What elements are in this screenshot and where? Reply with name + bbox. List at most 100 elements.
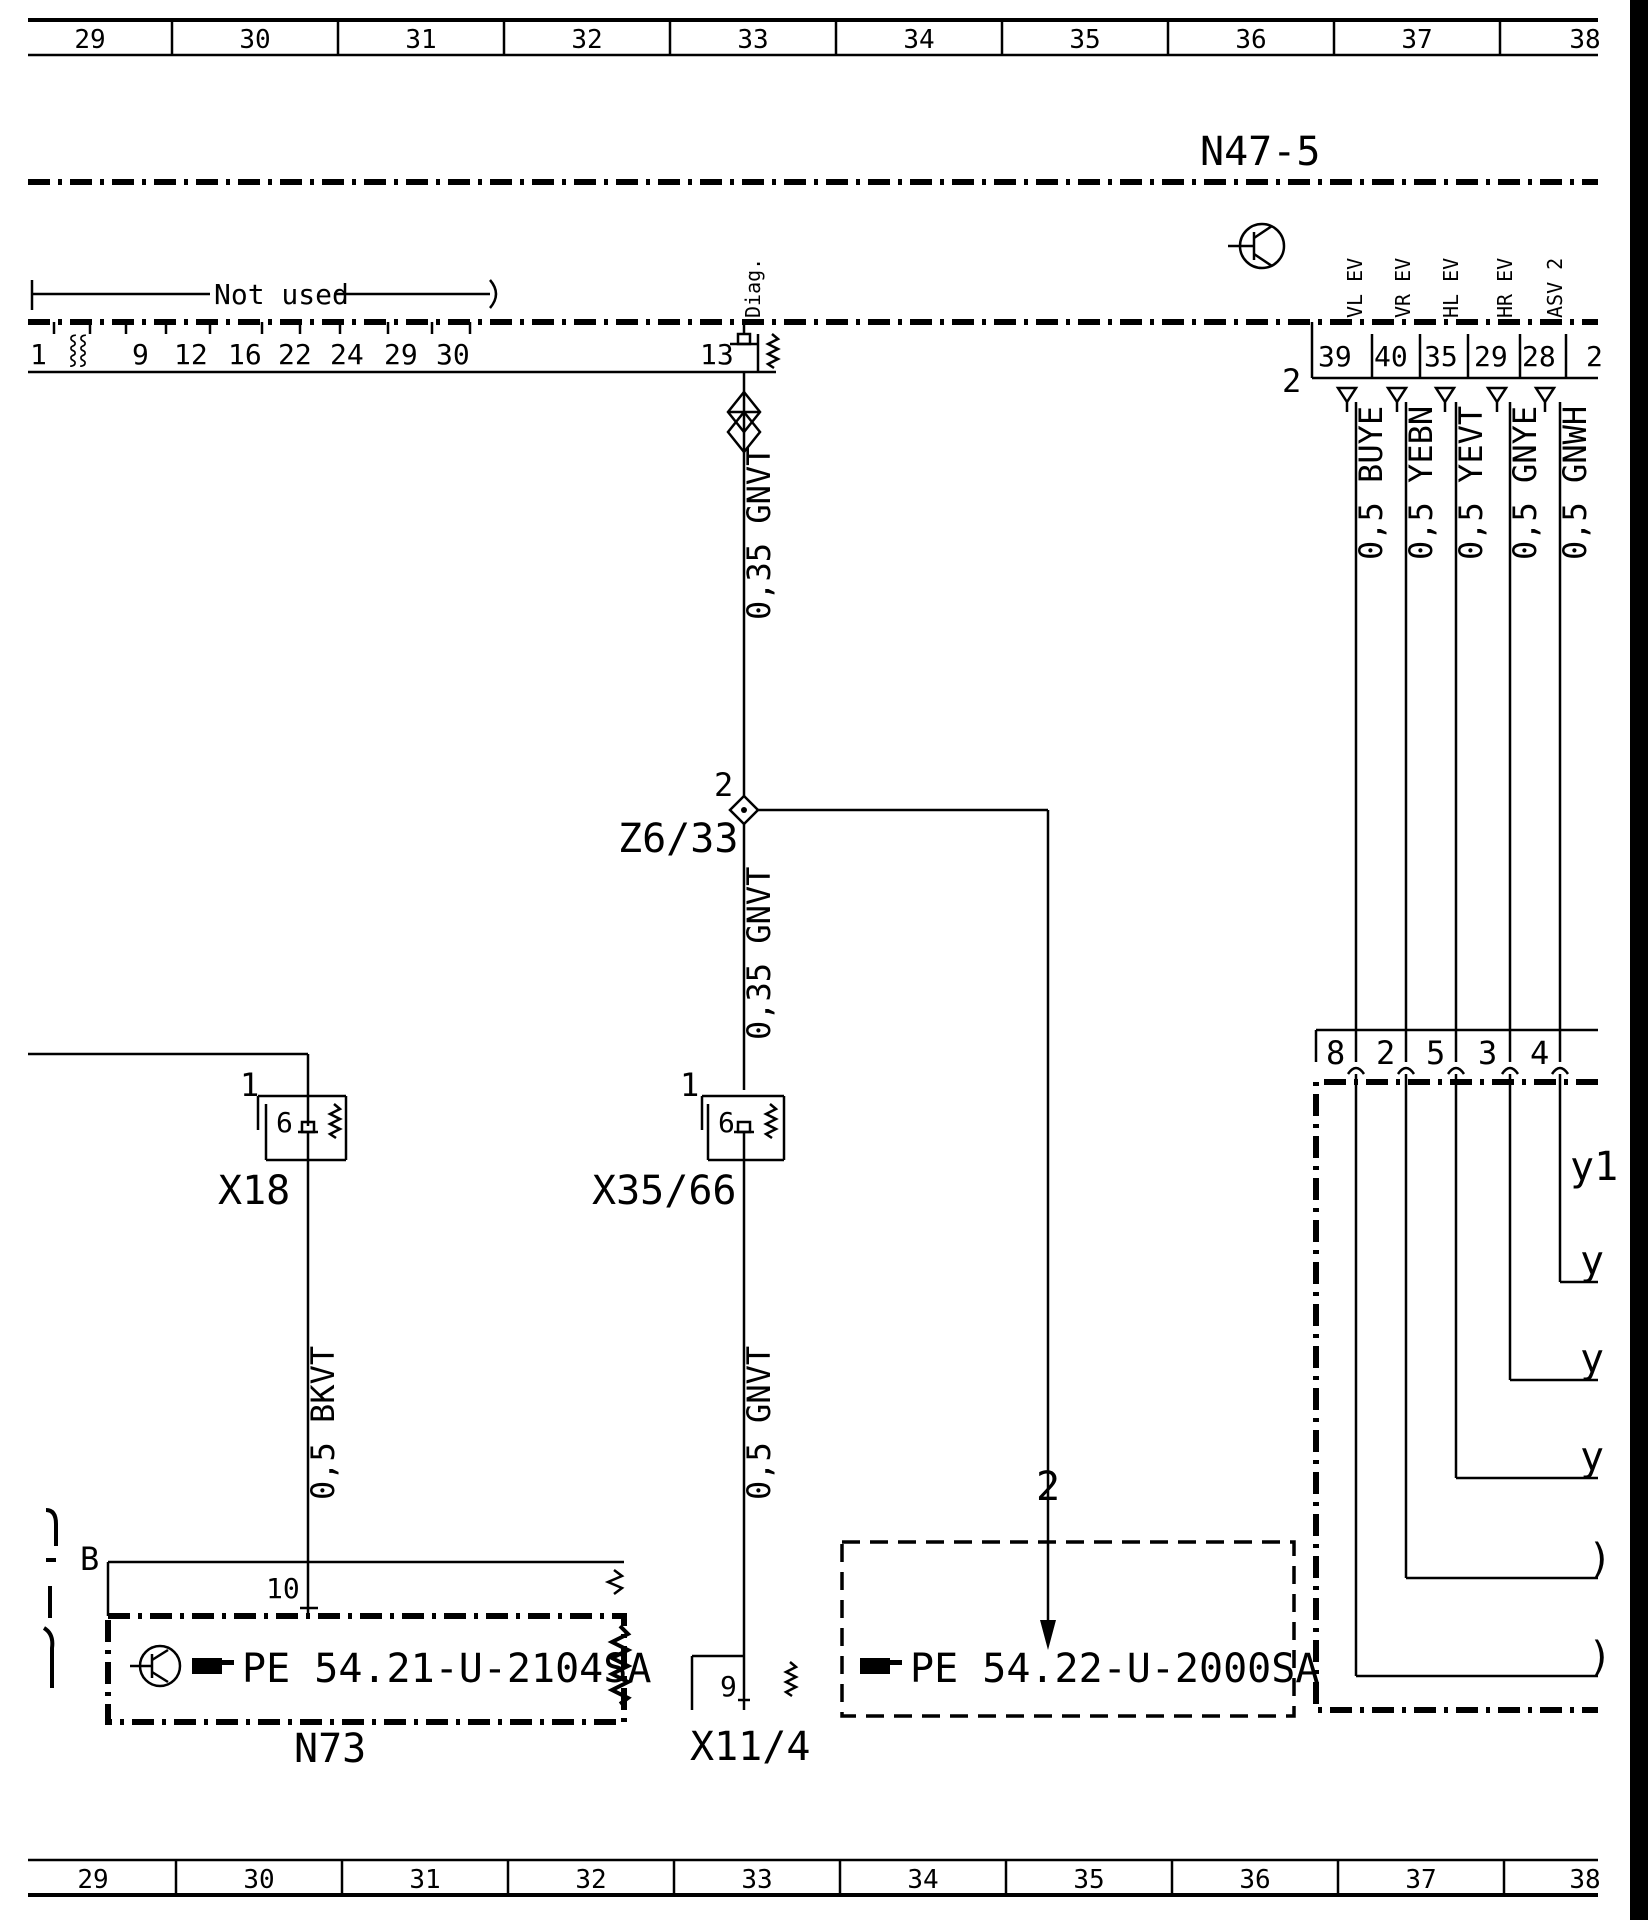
grid-top-38: 38 bbox=[1569, 25, 1600, 55]
left-pin-1: 1 bbox=[30, 338, 47, 371]
x35-x11-wire: 0,5 GNVT bbox=[740, 1132, 778, 1690]
valve-pin-4: 4 bbox=[1530, 1034, 1549, 1072]
left-pin-24: 24 bbox=[330, 338, 364, 371]
grid-bottom-33: 33 bbox=[741, 1865, 772, 1895]
right-wire-gnwh: 0,5 GNWH bbox=[1556, 406, 1594, 560]
grid-bottom-32: 32 bbox=[575, 1865, 606, 1895]
ref-box-reference: PE 54.22-U-2000SA bbox=[910, 1646, 1319, 1692]
grid-bottom-36: 36 bbox=[1239, 1865, 1270, 1895]
left-pin-29: 29 bbox=[384, 338, 418, 371]
connector-x35-66: 1 6 X35/66 bbox=[592, 1066, 786, 1214]
left-pin-12: 12 bbox=[174, 338, 208, 371]
right-wire-bundle: 0,5 BUYE 0,5 YEBN 0,5 YEVT 0,5 GNYE 0,5 … bbox=[1352, 402, 1594, 1062]
valve-pin-8: 8 bbox=[1326, 1034, 1345, 1072]
right-pin-28: 28 bbox=[1522, 340, 1556, 373]
ref-arrow-label: 2 bbox=[1036, 1464, 1060, 1510]
grid-top-33: 33 bbox=[737, 25, 768, 55]
module-connector-id: 2 bbox=[1282, 362, 1301, 400]
valve-label-y-b: y bbox=[1580, 1336, 1604, 1382]
right-wire-yevt: 0,5 YEVT bbox=[1452, 406, 1490, 560]
module-n73: B 10 PE 54.21-U-2104SA N73 bbox=[42, 1508, 651, 1772]
pin-label-vl-ev: VL EV bbox=[1343, 258, 1367, 318]
grid-top-37: 37 bbox=[1401, 25, 1432, 55]
right-pin-40: 40 bbox=[1374, 340, 1408, 373]
right-wire-gnye: 0,5 GNYE bbox=[1506, 406, 1544, 560]
n73-pin: 10 bbox=[266, 1572, 300, 1605]
valve-pin-5: 5 bbox=[1426, 1034, 1445, 1072]
grid-top-29: 29 bbox=[74, 25, 105, 55]
pin-label-hl-ev: HL EV bbox=[1439, 258, 1463, 318]
x35-pin-group: 1 bbox=[680, 1066, 699, 1104]
x11-name: X11/4 bbox=[690, 1724, 810, 1770]
valve-label-y-c: y bbox=[1580, 1434, 1604, 1480]
grid-bottom-30: 30 bbox=[243, 1865, 274, 1895]
grid-top-31: 31 bbox=[405, 25, 436, 55]
grid-bottom-35: 35 bbox=[1073, 1865, 1104, 1895]
valve-label-paren-a: ) bbox=[1588, 1536, 1612, 1582]
module-name: N47-5 bbox=[1200, 129, 1320, 175]
n73-boundary bbox=[105, 1613, 627, 1725]
x35-pin: 6 bbox=[718, 1106, 735, 1139]
valve-block: 8 2 5 3 4 y1 y y y ) ) bbox=[1313, 1028, 1618, 1713]
x18-branch: 1 6 X18 0,5 BKVT bbox=[28, 1052, 348, 1596]
not-used-label: Not used bbox=[214, 278, 349, 311]
left-pin-row: 1 ⸾⸾ 9 12 16 22 24 29 30 bbox=[30, 322, 472, 371]
left-pin-22: 22 bbox=[278, 338, 312, 371]
valve-label-y1: y1 bbox=[1570, 1144, 1618, 1190]
valve-pin-2: 2 bbox=[1376, 1034, 1395, 1072]
grid-top-32: 32 bbox=[571, 25, 602, 55]
left-pin-30: 30 bbox=[436, 338, 470, 371]
not-used-bracket: Not used bbox=[30, 278, 498, 311]
right-pin-39: 39 bbox=[1318, 340, 1352, 373]
right-border-bar bbox=[1630, 0, 1648, 1920]
right-pin-row: 2 39 40 35 29 28 2 VL EV VR EV HL EV HR … bbox=[1282, 258, 1603, 400]
grid-top-34: 34 bbox=[903, 25, 934, 55]
pin-label-asv2: ASV 2 bbox=[1543, 258, 1567, 318]
left-pin-9: 9 bbox=[132, 338, 149, 371]
grid-bottom-31: 31 bbox=[409, 1865, 440, 1895]
grid-top-30: 30 bbox=[239, 25, 270, 55]
transistor-icon bbox=[1228, 222, 1286, 270]
ref-pointing-hand-icon bbox=[860, 1658, 902, 1674]
valve-label-paren-b: ) bbox=[1588, 1634, 1612, 1680]
right-pin-29: 29 bbox=[1474, 340, 1508, 373]
x18-wire-label: 0,5 BKVT bbox=[304, 1346, 342, 1500]
x35-name: X35/66 bbox=[592, 1168, 737, 1214]
diag-pin-number: 13 bbox=[700, 338, 734, 371]
module-n47-5: N47-5 Not used bbox=[28, 129, 1603, 412]
bottom-grid-strip: 29 30 31 32 33 34 35 36 37 38 bbox=[28, 1858, 1601, 1897]
splice-pin: 2 bbox=[714, 766, 733, 804]
left-pin-16: 16 bbox=[228, 338, 262, 371]
valve-pin-3: 3 bbox=[1478, 1034, 1497, 1072]
splice-name: Z6/33 bbox=[618, 816, 738, 862]
pin-label-vr-ev: VR EV bbox=[1391, 258, 1415, 318]
right-pin-symbols bbox=[1335, 386, 1557, 412]
x18-pin: 6 bbox=[276, 1106, 293, 1139]
grid-bottom-29: 29 bbox=[77, 1865, 108, 1895]
diag-label: Diag. bbox=[741, 258, 765, 318]
n73-pointing-hand-icon bbox=[192, 1658, 234, 1674]
connector-x11-4: 9 X11/4 bbox=[690, 1654, 810, 1770]
right-wire-buye: 0,5 BUYE bbox=[1352, 406, 1390, 560]
valve-label-y-a: y bbox=[1580, 1238, 1604, 1284]
right-wire-yebn: 0,5 YEBN bbox=[1402, 406, 1440, 560]
x35-wire-label: 0,5 GNVT bbox=[740, 1346, 778, 1500]
right-pin-2: 2 bbox=[1586, 340, 1603, 373]
diag-wire-upper-label: 0,35 GNVT bbox=[740, 447, 778, 620]
n73-transistor-icon bbox=[130, 1644, 182, 1688]
diag-pin: Diag. 13 bbox=[700, 258, 781, 372]
grid-top-35: 35 bbox=[1069, 25, 1100, 55]
diag-wire: 0,35 GNVT bbox=[726, 372, 778, 810]
grid-bottom-37: 37 bbox=[1405, 1865, 1436, 1895]
right-pin-35: 35 bbox=[1424, 340, 1458, 373]
n73-reference: PE 54.21-U-2104SA bbox=[242, 1646, 651, 1692]
pin-label-hr-ev: HR EV bbox=[1493, 258, 1517, 318]
ref-box-boundary bbox=[840, 1540, 1296, 1718]
splice-z6-33: 2 Z6/33 bbox=[618, 766, 1050, 1510]
top-grid-strip: 29 30 31 32 33 34 35 36 37 38 bbox=[28, 18, 1601, 57]
grid-top-36: 36 bbox=[1235, 25, 1266, 55]
x18-pin-group: 1 bbox=[240, 1066, 259, 1104]
reference-box-54-22: 2 PE 54.22-U-2000SA bbox=[840, 1464, 1319, 1718]
x18-name: X18 bbox=[218, 1168, 290, 1214]
